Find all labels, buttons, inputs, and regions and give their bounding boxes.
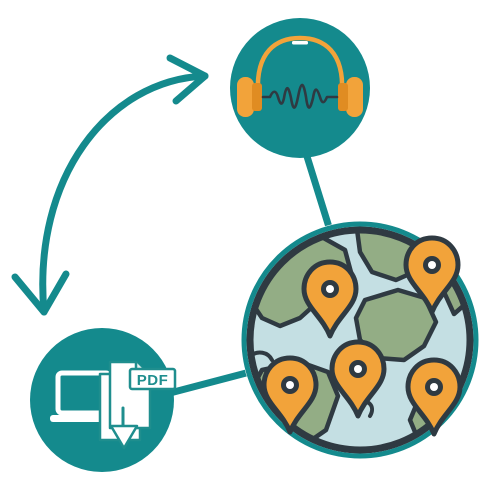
headphones-icon — [237, 35, 363, 117]
document-node: PDF — [30, 328, 177, 472]
audio-node — [230, 18, 370, 158]
sound-wave-icon — [261, 83, 339, 109]
cycle-arrow-icon — [11, 54, 209, 316]
pdf-badge-label: PDF — [137, 372, 169, 389]
pdf-download-icon: PDF — [98, 360, 177, 450]
connector-lines — [166, 146, 337, 397]
